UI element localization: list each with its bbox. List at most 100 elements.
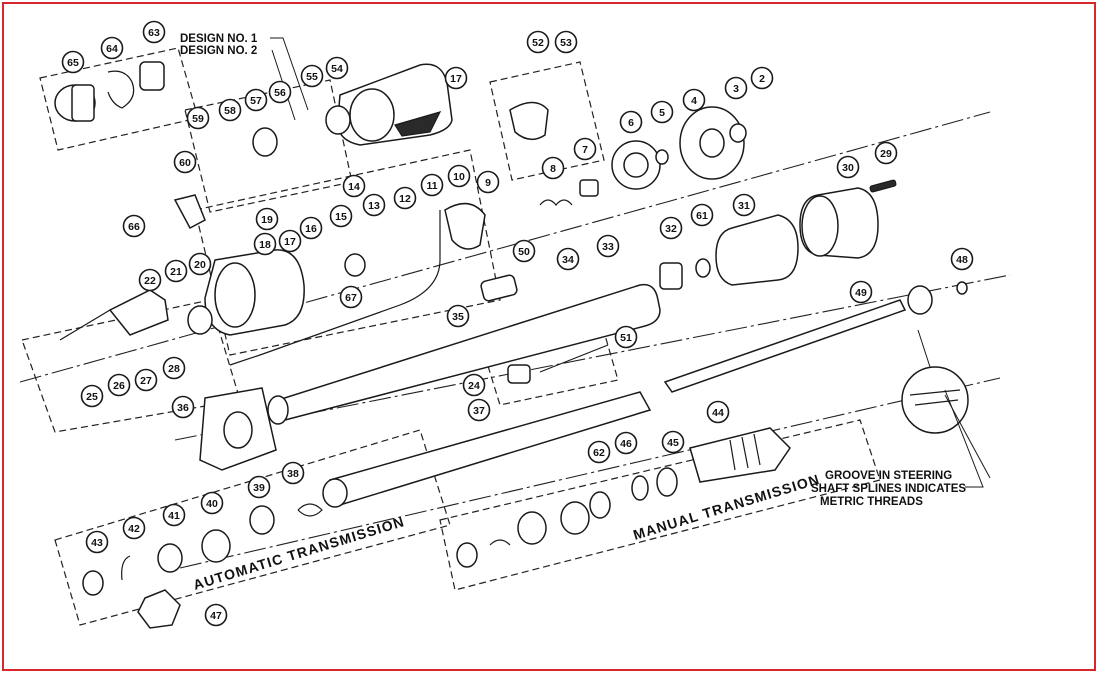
callout-number: 25 bbox=[86, 391, 98, 403]
callout-64: 64 bbox=[100, 36, 124, 60]
callout-7: 7 bbox=[573, 137, 597, 161]
callout-circle bbox=[61, 50, 85, 74]
callout-number: 32 bbox=[665, 223, 677, 235]
callout-number: 44 bbox=[712, 407, 724, 419]
callout-28: 28 bbox=[162, 356, 186, 380]
callout-46: 46 bbox=[614, 431, 638, 455]
callout-50: 50 bbox=[512, 239, 536, 263]
callout-number: 48 bbox=[956, 254, 968, 266]
callout-65: 65 bbox=[61, 50, 85, 74]
callout-number: 7 bbox=[582, 144, 588, 156]
callout-number: 28 bbox=[168, 363, 180, 375]
callout-number: 59 bbox=[192, 113, 204, 125]
callout-circle bbox=[573, 137, 597, 161]
callout-circle bbox=[362, 193, 386, 217]
callout-circle bbox=[171, 395, 195, 419]
callout-circle bbox=[325, 56, 349, 80]
callout-number: 18 bbox=[259, 239, 271, 251]
callout-number: 22 bbox=[144, 275, 156, 287]
callout-circle bbox=[138, 268, 162, 292]
callout-number: 41 bbox=[168, 510, 180, 522]
callout-circle bbox=[526, 30, 550, 54]
callout-circle bbox=[268, 80, 292, 104]
callout-circle bbox=[122, 214, 146, 238]
callout-circle bbox=[661, 430, 685, 454]
callout-number: 54 bbox=[331, 63, 343, 75]
callout-circle bbox=[218, 98, 242, 122]
callout-circle bbox=[849, 280, 873, 304]
callout-number: 24 bbox=[468, 380, 480, 392]
callout-60: 60 bbox=[173, 150, 197, 174]
callout-31: 31 bbox=[732, 193, 756, 217]
callout-24: 24 bbox=[462, 373, 486, 397]
callout-35: 35 bbox=[446, 304, 470, 328]
callout-circle bbox=[447, 164, 471, 188]
callout-circle bbox=[950, 247, 974, 271]
callout-number: 56 bbox=[274, 87, 286, 99]
callout-58: 58 bbox=[218, 98, 242, 122]
callout-circle bbox=[462, 373, 486, 397]
callout-66: 66 bbox=[122, 214, 146, 238]
callout-number: 27 bbox=[140, 375, 152, 387]
callout-56: 56 bbox=[268, 80, 292, 104]
callout-25: 25 bbox=[80, 384, 104, 408]
callout-number: 33 bbox=[602, 241, 614, 253]
callout-21: 21 bbox=[164, 259, 188, 283]
callout-circle bbox=[420, 173, 444, 197]
callout-61: 61 bbox=[690, 203, 714, 227]
callout-4: 4 bbox=[682, 88, 706, 112]
callout-circle bbox=[107, 373, 131, 397]
callout-15: 15 bbox=[329, 204, 353, 228]
callout-6: 6 bbox=[619, 110, 643, 134]
callout-number: 52 bbox=[532, 37, 544, 49]
callout-number: 42 bbox=[128, 523, 140, 535]
callout-48: 48 bbox=[950, 247, 974, 271]
callout-number: 53 bbox=[560, 37, 572, 49]
callout-16: 16 bbox=[299, 216, 323, 240]
callout-32: 32 bbox=[659, 216, 683, 240]
callout-number: 40 bbox=[206, 498, 218, 510]
callout-number: 8 bbox=[550, 163, 556, 175]
callout-53: 53 bbox=[554, 30, 578, 54]
callout-34: 34 bbox=[556, 247, 580, 271]
callout-circle bbox=[134, 368, 158, 392]
callout-number: 60 bbox=[179, 157, 191, 169]
callout-circle bbox=[690, 203, 714, 227]
callout-42: 42 bbox=[122, 516, 146, 540]
callout-54: 54 bbox=[325, 56, 349, 80]
callout-41: 41 bbox=[162, 503, 186, 527]
callout-30: 30 bbox=[836, 155, 860, 179]
callout-circle bbox=[732, 193, 756, 217]
groove-label-line-2: SHAFT SPLINES INDICATES bbox=[811, 483, 966, 495]
callout-circle bbox=[587, 440, 611, 464]
callout-45: 45 bbox=[661, 430, 685, 454]
callout-40: 40 bbox=[200, 491, 224, 515]
callout-number: 35 bbox=[452, 311, 464, 323]
callout-63: 63 bbox=[142, 20, 166, 44]
callout-circle bbox=[85, 530, 109, 554]
callout-17: 17 bbox=[444, 66, 468, 90]
groove-label-line-1: GROOVE IN STEERING bbox=[825, 470, 952, 482]
callout-number: 26 bbox=[113, 380, 125, 392]
callout-number: 29 bbox=[880, 148, 892, 160]
callout-20: 20 bbox=[188, 252, 212, 276]
callout-circle bbox=[541, 156, 565, 180]
callout-number: 61 bbox=[696, 210, 708, 222]
callout-number: 51 bbox=[620, 332, 632, 344]
callout-2: 2 bbox=[750, 66, 774, 90]
callout-circle bbox=[476, 170, 500, 194]
callout-37: 37 bbox=[467, 398, 491, 422]
callout-52: 52 bbox=[526, 30, 550, 54]
callout-number: 66 bbox=[128, 221, 140, 233]
callout-circle bbox=[142, 20, 166, 44]
callout-12: 12 bbox=[393, 186, 417, 210]
callout-14: 14 bbox=[342, 174, 366, 198]
callout-circle bbox=[393, 186, 417, 210]
callout-number: 3 bbox=[733, 83, 739, 95]
callout-circle bbox=[162, 503, 186, 527]
callout-number: 46 bbox=[620, 438, 632, 450]
callout-5: 5 bbox=[650, 100, 674, 124]
callout-circle bbox=[100, 36, 124, 60]
